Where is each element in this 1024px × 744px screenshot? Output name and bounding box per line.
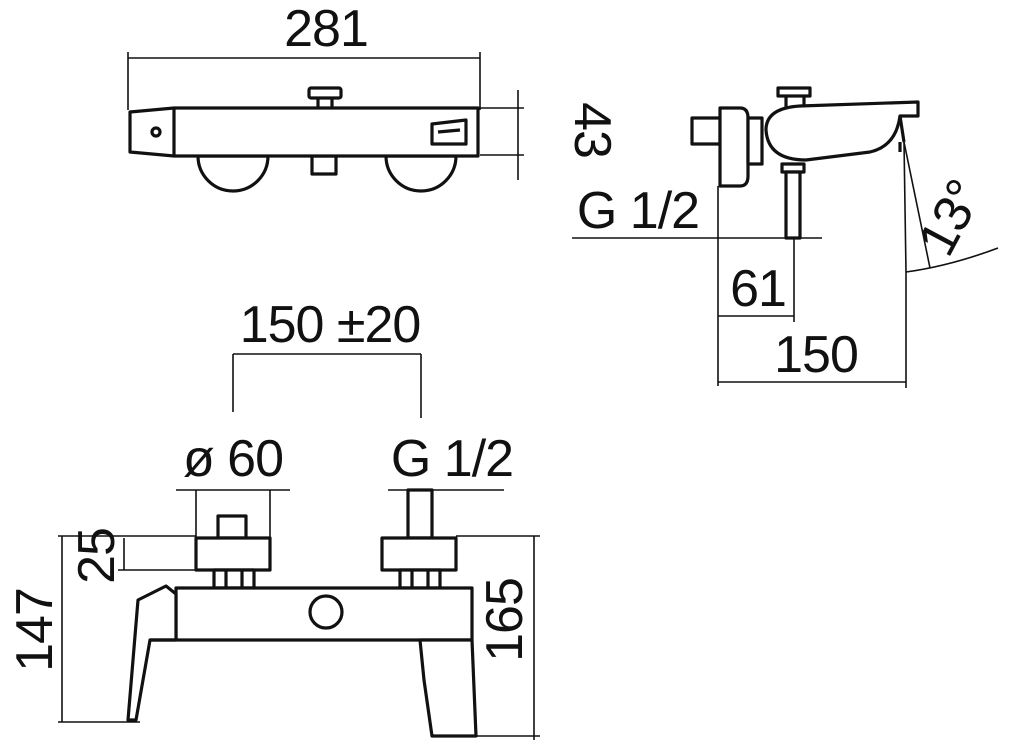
spacing-label: 150 ±20 [240,296,421,354]
projection-label: 150 [774,326,858,384]
left-connector [212,568,256,590]
top-view-spout [310,154,338,176]
offset-label: 61 [730,260,786,318]
side-view-wall-plate [718,106,750,188]
front-thread-label: G 1/2 [391,430,513,488]
side-view: G 1/2 13° 61 150 [572,86,999,388]
total-height-label: 165 [476,578,534,662]
top-view-screw-icon [150,126,162,138]
side-view-wall-nut [690,116,722,146]
right-fitting-pipe [406,488,434,540]
left-rosette [194,536,272,572]
side-thread-label: G 1/2 [577,182,699,240]
front-spout [418,638,478,738]
angle-spray-line [903,141,931,269]
front-control-dial [308,594,344,630]
diameter-label: ø 60 [183,430,283,488]
right-connector [398,568,442,590]
top-view-knob [307,86,343,100]
height-label: 147 [6,588,64,672]
top-view-body [128,106,480,158]
depth-dimension-label: 43 [563,102,621,158]
side-view-body [764,100,920,162]
width-dimension-label: 281 [284,0,368,58]
right-rosette [380,536,458,572]
side-view-spout-tip [898,115,906,143]
angle-reference-line [903,141,907,273]
side-view-pipe [784,170,802,240]
angle-label: 13° [908,171,995,265]
front-view: 150 ±20 ø 60 G 1/2 147 [6,296,540,740]
top-view-left-wheel [196,154,270,193]
top-view: 281 43 [127,0,621,193]
top-view-right-wheel [384,154,458,193]
angle-arc [905,247,999,273]
top-view-lever-line [437,128,461,134]
side-view-knob [776,86,812,98]
left-fitting-nut [216,514,248,540]
front-lever-handle [126,584,178,722]
rosette-label: 25 [68,528,126,584]
side-view-connector [746,116,764,166]
